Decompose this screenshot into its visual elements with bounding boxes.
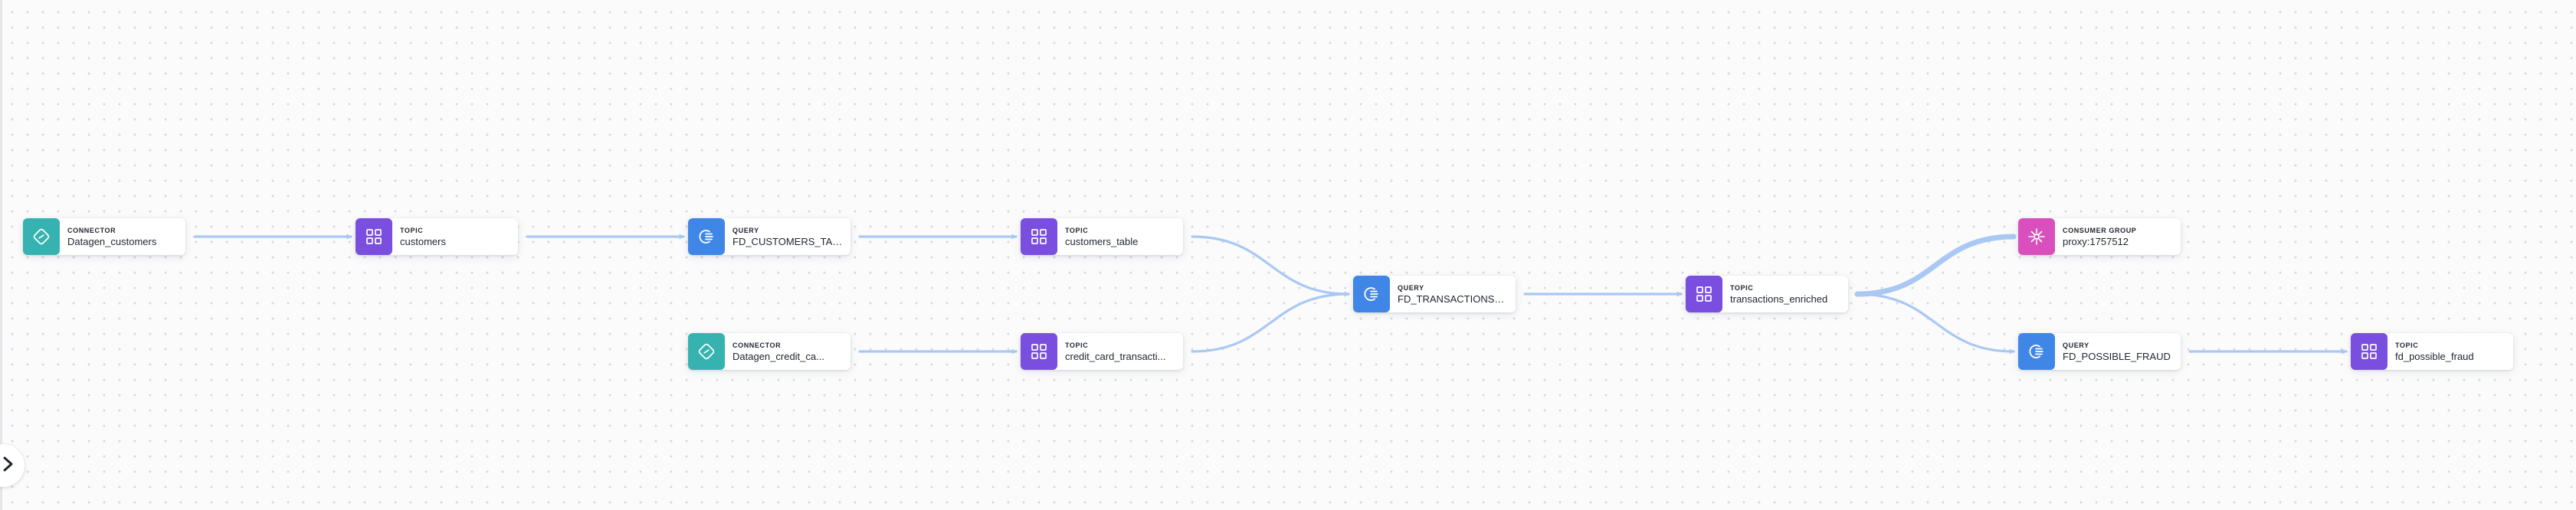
- node-type-label: QUERY: [732, 226, 759, 234]
- edge-transactions-enriched-to-proxy-consumer-group: [1854, 234, 2017, 297]
- edge-transactions-enriched-to-fd-possible-fraud: [1856, 293, 2015, 355]
- topic-icon: [1686, 276, 1722, 312]
- node-name-label: Datagen_credit_ca...: [732, 350, 824, 362]
- topic-icon: [1021, 218, 1057, 255]
- node-name-label: FD_CUSTOMERS_TAB...: [732, 235, 843, 247]
- edge-customers-table-to-fd-transactions: [1191, 235, 1350, 297]
- node-type-label: QUERY: [1398, 283, 1424, 292]
- edge-credit-card-transactions-to-fd-transactions: [1191, 291, 1350, 353]
- consumer-group-icon: [2018, 218, 2055, 255]
- query-icon: [1353, 276, 1390, 312]
- node-name-label: transactions_enriched: [1730, 293, 1828, 305]
- node-type-label: CONNECTOR: [732, 341, 782, 349]
- node-name-label: FD_TRANSACTIONS_...: [1398, 293, 1508, 305]
- node-type-label: TOPIC: [400, 226, 424, 234]
- node-name-label: proxy:1757512: [2063, 235, 2129, 247]
- node-type-label: CONSUMER GROUP: [2063, 226, 2137, 234]
- node-type-label: TOPIC: [2395, 341, 2419, 349]
- topic-icon: [356, 218, 392, 255]
- query-icon: [688, 218, 725, 255]
- topic-icon: [1021, 333, 1057, 370]
- query-icon: [2018, 333, 2055, 370]
- node-name-label: fd_possible_fraud: [2395, 350, 2474, 362]
- canvas-left-border: [0, 0, 2, 510]
- node-name-label: customers_table: [1065, 235, 1139, 247]
- connector-icon: [688, 333, 725, 370]
- node-name-label: credit_card_transacti...: [1065, 350, 1166, 362]
- node-type-label: CONNECTOR: [67, 226, 116, 234]
- node-name-label: Datagen_customers: [67, 235, 157, 247]
- connector-icon: [23, 218, 60, 255]
- node-type-label: TOPIC: [1065, 226, 1089, 234]
- topic-icon: [2351, 333, 2388, 370]
- node-type-label: TOPIC: [1730, 283, 1754, 292]
- node-type-label: QUERY: [2063, 341, 2089, 349]
- node-name-label: FD_POSSIBLE_FRAUD: [2063, 350, 2171, 362]
- node-type-label: TOPIC: [1065, 341, 1089, 349]
- node-name-label: customers: [400, 235, 446, 247]
- chevron-right-icon: [2, 456, 15, 476]
